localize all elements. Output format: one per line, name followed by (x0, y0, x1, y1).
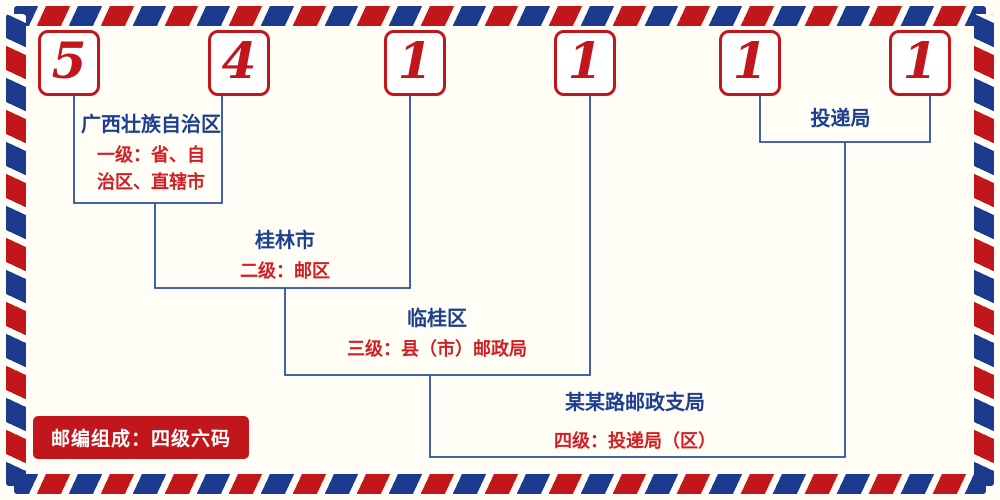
digit-2: 4 (221, 31, 257, 90)
digit-4: 1 (567, 31, 603, 90)
level4-desc: 四级：投递局（区） (554, 431, 716, 452)
digit-box-6: 1 (889, 30, 951, 96)
level3-desc: 三级：县（市）邮政局 (347, 339, 527, 360)
digit-3: 1 (397, 31, 433, 90)
airmail-border-bottom (14, 474, 986, 494)
level1-desc-line1: 一级：省、自 (97, 145, 205, 166)
airmail-border-right (974, 14, 994, 486)
level2-desc: 二级：邮区 (240, 261, 330, 282)
digit-box-1: 5 (38, 30, 100, 96)
label-level4: 某某路邮政支局 四级：投递局（区） (505, 390, 765, 455)
level2-city-name: 桂林市 (255, 228, 315, 252)
level1-desc-line2: 治区、直辖市 (97, 172, 205, 193)
level4-branch-name: 某某路邮政支局 (565, 390, 705, 414)
digit-box-5: 1 (719, 30, 781, 96)
airmail-border-left (6, 14, 26, 486)
level3-district-name: 临桂区 (407, 306, 467, 330)
digit-box-3: 1 (384, 30, 446, 96)
label-level2: 桂林市 二级：邮区 (200, 228, 370, 285)
delivery-office-name: 投递局 (810, 106, 871, 130)
label-level1: 广西壮族自治区 一级：省、自 治区、直辖市 (66, 112, 236, 196)
digit-box-2: 4 (208, 30, 270, 96)
level1-region-name: 广西壮族自治区 (81, 112, 221, 136)
digit-box-4: 1 (554, 30, 616, 96)
digit-5: 1 (732, 31, 768, 90)
digit-6: 1 (902, 31, 938, 90)
airmail-border-top (14, 6, 986, 26)
postal-code-structure-badge: 邮编组成：四级六码 (33, 416, 250, 459)
label-delivery-office: 投递局 (768, 106, 913, 130)
label-level3: 临桂区 三级：县（市）邮政局 (312, 306, 562, 363)
digit-1: 5 (51, 31, 87, 90)
